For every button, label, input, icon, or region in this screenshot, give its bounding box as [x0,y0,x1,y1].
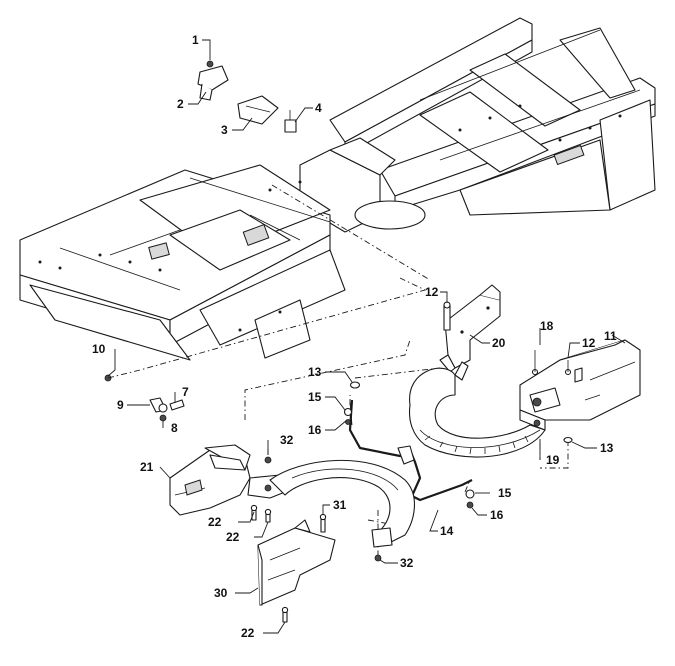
callout-32-bottom: 32 [400,556,414,570]
linkage-rod [343,381,475,509]
callout-16-left: 16 [308,423,322,437]
callout-12-top: 12 [425,285,439,299]
right-side-housing [519,339,641,444]
chassis-frame [19,17,656,361]
callout-15-right: 15 [498,486,512,500]
callout-31: 31 [333,498,347,512]
callout-32-top: 32 [280,433,294,447]
callout-21: 21 [140,460,154,474]
top-bracket-assembly [197,60,297,133]
left-blade-guard [269,459,416,548]
bolts [250,456,382,623]
callout-15-left: 15 [308,390,322,404]
callout-22-first: 22 [208,515,222,529]
mounting-bracket [439,284,501,373]
callout-13-left: 13 [308,365,322,379]
callout-2: 2 [177,97,184,111]
right-blade-guard [408,361,546,458]
callout-9: 9 [117,398,124,412]
callout-13-right: 13 [600,441,614,455]
small-hardware [104,374,185,422]
callout-18: 18 [540,319,554,333]
callout-20: 20 [492,336,506,350]
callout-30: 30 [214,586,228,600]
callout-3: 3 [221,123,228,137]
leader-lines [107,39,626,634]
callout-10: 10 [92,342,106,356]
callout-8: 8 [171,421,178,435]
callout-labels: 1 2 3 4 10 7 9 8 12 20 18 12 11 13 15 16… [92,33,617,640]
callout-22-bottom: 22 [241,626,255,640]
callout-1: 1 [192,33,199,47]
callout-16-right: 16 [490,508,504,522]
callout-4: 4 [315,101,322,115]
front-shield-plate [257,519,336,606]
callout-22-second: 22 [226,530,240,544]
callout-19: 19 [546,453,560,467]
callout-7: 7 [182,385,189,399]
callout-14: 14 [440,524,454,538]
callout-11: 11 [604,329,617,343]
callout-12-right: 12 [582,336,596,350]
